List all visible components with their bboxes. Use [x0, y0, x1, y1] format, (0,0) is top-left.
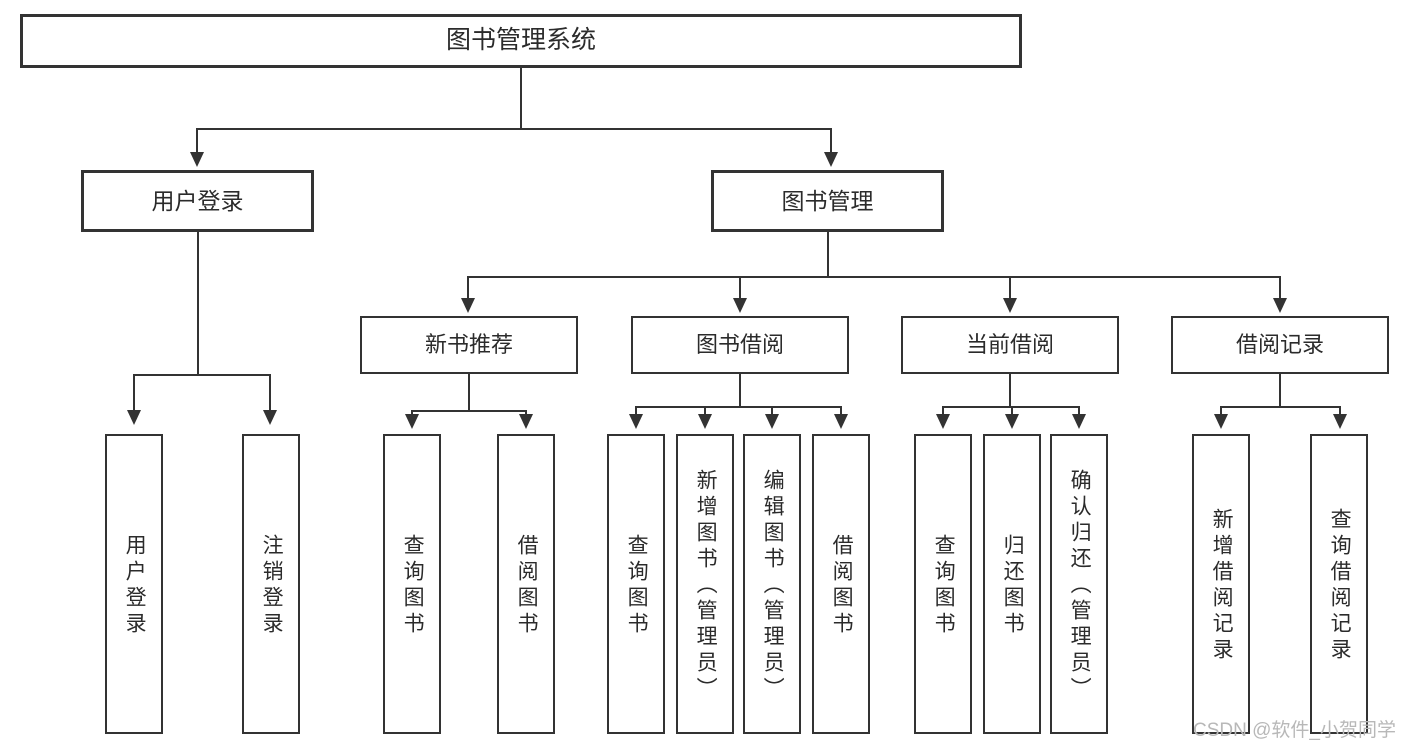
- leaf-borrow-book-new-recommend[interactable]: 借阅图书: [497, 434, 555, 734]
- arrowhead-borrow-record: [1273, 298, 1287, 313]
- connector-current-borrow-stem: [1009, 374, 1011, 406]
- connector-user-login-stem: [197, 232, 199, 374]
- node-current-borrow[interactable]: 当前借阅: [901, 316, 1119, 374]
- connector-new-book-bus: [411, 410, 525, 412]
- leaf-logout[interactable]: 注销登录: [242, 434, 300, 734]
- connector-cb-to-leaf-1: [942, 406, 944, 416]
- connector-user-login-to-leaf-2: [269, 374, 271, 412]
- arrowhead-book-management: [824, 152, 838, 167]
- connector-root-to-book-management: [830, 128, 832, 154]
- connector-bb-to-leaf-1: [635, 406, 637, 416]
- arrowhead-leaf-logout: [263, 410, 277, 425]
- arrowhead-leaf-query-record: [1333, 414, 1347, 429]
- connector-book-management-stem: [827, 232, 829, 276]
- arrowhead-leaf-return-book: [1005, 414, 1019, 429]
- arrowhead-leaf-query-book-1: [405, 414, 419, 429]
- connector-new-book-to-leaf-2: [525, 410, 527, 416]
- leaf-edit-book-admin[interactable]: 编辑图书（管理员）: [743, 434, 801, 734]
- node-book-management[interactable]: 图书管理: [711, 170, 944, 232]
- arrowhead-current-borrow: [1003, 298, 1017, 313]
- connector-new-book-to-leaf-1: [411, 410, 413, 416]
- node-book-borrow[interactable]: 图书借阅: [631, 316, 849, 374]
- leaf-user-login[interactable]: 用户登录: [105, 434, 163, 734]
- connector-book-management-bus: [467, 276, 1281, 278]
- arrowhead-leaf-confirm-return: [1072, 414, 1086, 429]
- leaf-return-book[interactable]: 归还图书: [983, 434, 1041, 734]
- leaf-borrow-book[interactable]: 借阅图书: [812, 434, 870, 734]
- connector-user-login-to-leaf-1: [133, 374, 135, 412]
- node-borrow-record[interactable]: 借阅记录: [1171, 316, 1389, 374]
- connector-root-to-user-login: [196, 128, 198, 154]
- arrowhead-leaf-add-book: [698, 414, 712, 429]
- connector-br-to-leaf-2: [1339, 406, 1341, 416]
- connector-br-to-leaf-1: [1220, 406, 1222, 416]
- leaf-query-borrow-record[interactable]: 查询借阅记录: [1310, 434, 1368, 734]
- connector-bb-to-leaf-2: [704, 406, 706, 416]
- connector-root-bus: [196, 128, 832, 130]
- leaf-query-book-new-recommend[interactable]: 查询图书: [383, 434, 441, 734]
- arrowhead-new-book-recommend: [461, 298, 475, 313]
- arrowhead-leaf-borrow-book-1: [519, 414, 533, 429]
- arrowhead-leaf-user-login: [127, 410, 141, 425]
- arrowhead-leaf-edit-book: [765, 414, 779, 429]
- leaf-query-book-current[interactable]: 查询图书: [914, 434, 972, 734]
- node-user-login[interactable]: 用户登录: [81, 170, 314, 232]
- leaf-confirm-return-admin[interactable]: 确认归还（管理员）: [1050, 434, 1108, 734]
- connector-bm-to-new-book: [467, 276, 469, 300]
- node-root-book-management-system[interactable]: 图书管理系统: [20, 14, 1022, 68]
- connector-bm-to-current-borrow: [1009, 276, 1011, 300]
- connector-book-borrow-bus: [635, 406, 841, 408]
- connector-current-borrow-bus: [942, 406, 1079, 408]
- arrowhead-book-borrow: [733, 298, 747, 313]
- leaf-add-book-admin[interactable]: 新增图书（管理员）: [676, 434, 734, 734]
- connector-cb-to-leaf-2: [1011, 406, 1013, 416]
- connector-book-borrow-stem: [739, 374, 741, 406]
- connector-borrow-record-bus: [1220, 406, 1339, 408]
- connector-bm-to-book-borrow: [739, 276, 741, 300]
- arrowhead-leaf-borrow-book-2: [834, 414, 848, 429]
- node-new-book-recommend[interactable]: 新书推荐: [360, 316, 578, 374]
- connector-bb-to-leaf-4: [840, 406, 842, 416]
- csdn-watermark: CSDN @软件_小贺同学: [1193, 720, 1396, 741]
- connector-new-book-stem: [468, 374, 470, 410]
- connector-bm-to-borrow-record: [1279, 276, 1281, 300]
- leaf-add-borrow-record[interactable]: 新增借阅记录: [1192, 434, 1250, 734]
- connector-cb-to-leaf-3: [1078, 406, 1080, 416]
- connector-root-stem: [520, 68, 522, 128]
- leaf-query-book-borrow[interactable]: 查询图书: [607, 434, 665, 734]
- connector-user-login-bus: [133, 374, 269, 376]
- arrowhead-leaf-query-book-2: [629, 414, 643, 429]
- arrowhead-leaf-add-record: [1214, 414, 1228, 429]
- connector-bb-to-leaf-3: [771, 406, 773, 416]
- arrowhead-user-login: [190, 152, 204, 167]
- connector-borrow-record-stem: [1279, 374, 1281, 406]
- arrowhead-leaf-query-book-3: [936, 414, 950, 429]
